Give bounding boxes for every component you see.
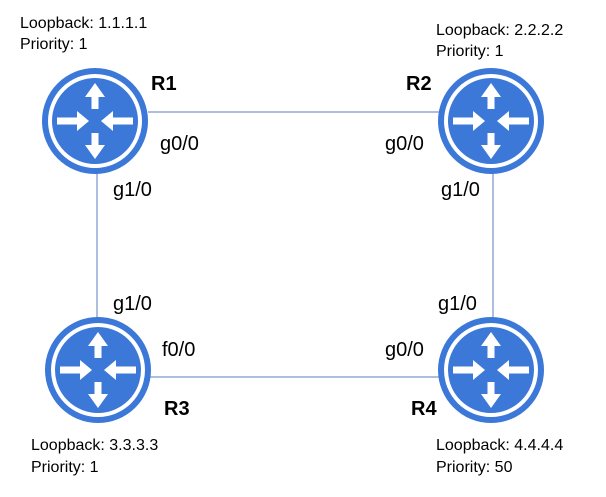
r2-g0-0-label: g0/0 (385, 133, 424, 155)
router-icon-r4 (436, 315, 546, 425)
r1-label: R1 (151, 73, 177, 95)
r3-loopback: Loopback: 3.3.3.3 (31, 437, 159, 454)
r2-loopback: Loopback: 2.2.2.2 (436, 22, 564, 39)
router-icon-r2 (436, 66, 546, 176)
r3-g1-0-label: g1/0 (113, 293, 152, 315)
router-icon-r1 (40, 66, 150, 176)
r1-priority: Priority: 1 (20, 36, 88, 53)
r2-g1-0-label: g1/0 (441, 179, 480, 201)
r1-loopback: Loopback: 1.1.1.1 (20, 15, 148, 32)
r4-label: R4 (411, 398, 437, 420)
r4-g0-0-label: g0/0 (385, 339, 424, 361)
r4-priority: Priority: 50 (436, 459, 513, 476)
r3-label: R3 (164, 398, 190, 420)
r2-priority: Priority: 1 (436, 43, 504, 60)
r3-f0-0-label: f0/0 (162, 339, 196, 361)
r4-loopback: Loopback: 4.4.4.4 (436, 437, 564, 454)
router-icon-r3 (43, 315, 153, 425)
r3-priority: Priority: 1 (31, 459, 99, 476)
r2-label: R2 (406, 73, 432, 95)
r1-g0-0-label: g0/0 (160, 133, 199, 155)
r1-g1-0-label: g1/0 (113, 179, 152, 201)
r4-g1-0-label: g1/0 (438, 293, 477, 315)
